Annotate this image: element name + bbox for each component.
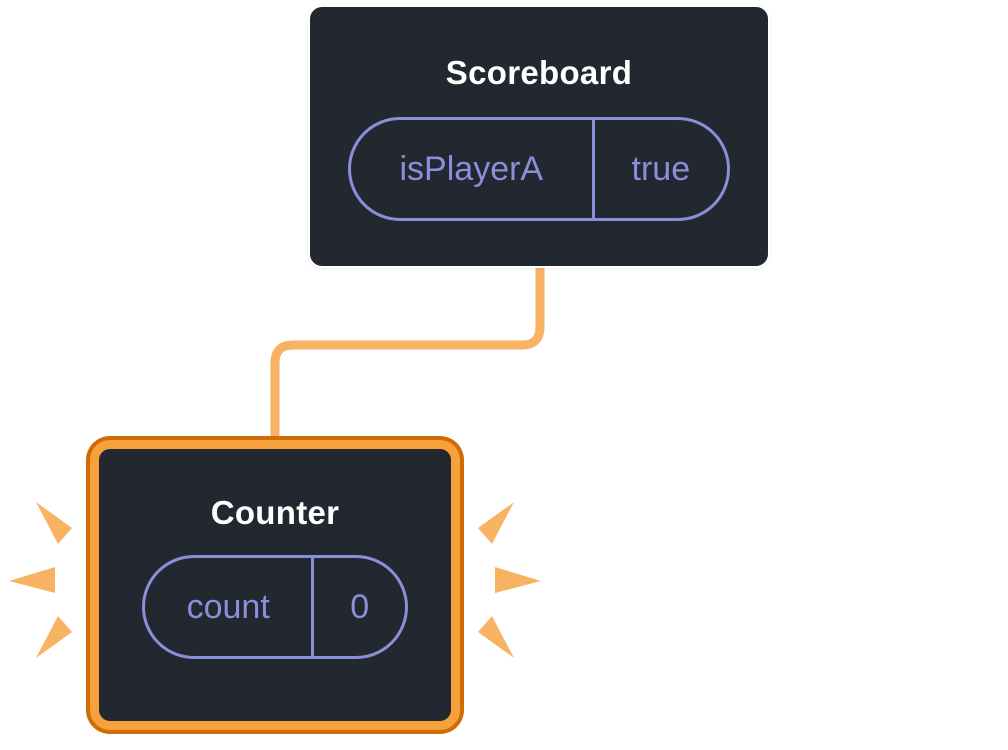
highlight-rays-right-icon bbox=[478, 502, 541, 658]
highlight-ray-icon bbox=[495, 567, 541, 593]
highlight-ray-icon bbox=[36, 502, 72, 544]
highlight-ray-icon bbox=[9, 567, 55, 593]
state-key-label: count bbox=[145, 558, 315, 656]
scoreboard-card: Scoreboard isPlayerA true bbox=[308, 5, 770, 268]
counter-title: Counter bbox=[210, 494, 340, 531]
highlight-ray-icon bbox=[36, 616, 72, 658]
state-value-label: 0 bbox=[350, 587, 370, 626]
counter-state-pill: count 0 bbox=[142, 555, 408, 659]
highlight-rays-left-icon bbox=[9, 502, 72, 658]
state-key-label: isPlayerA bbox=[351, 120, 595, 218]
scoreboard-title: Scoreboard bbox=[445, 54, 633, 91]
highlight-ray-icon bbox=[478, 502, 514, 544]
highlight-ray-icon bbox=[478, 616, 514, 658]
scoreboard-state-pill: isPlayerA true bbox=[348, 117, 730, 221]
parent-child-connector-line bbox=[270, 266, 545, 444]
state-value-label: true bbox=[631, 149, 691, 188]
counter-card: Counter count 0 bbox=[90, 440, 460, 730]
